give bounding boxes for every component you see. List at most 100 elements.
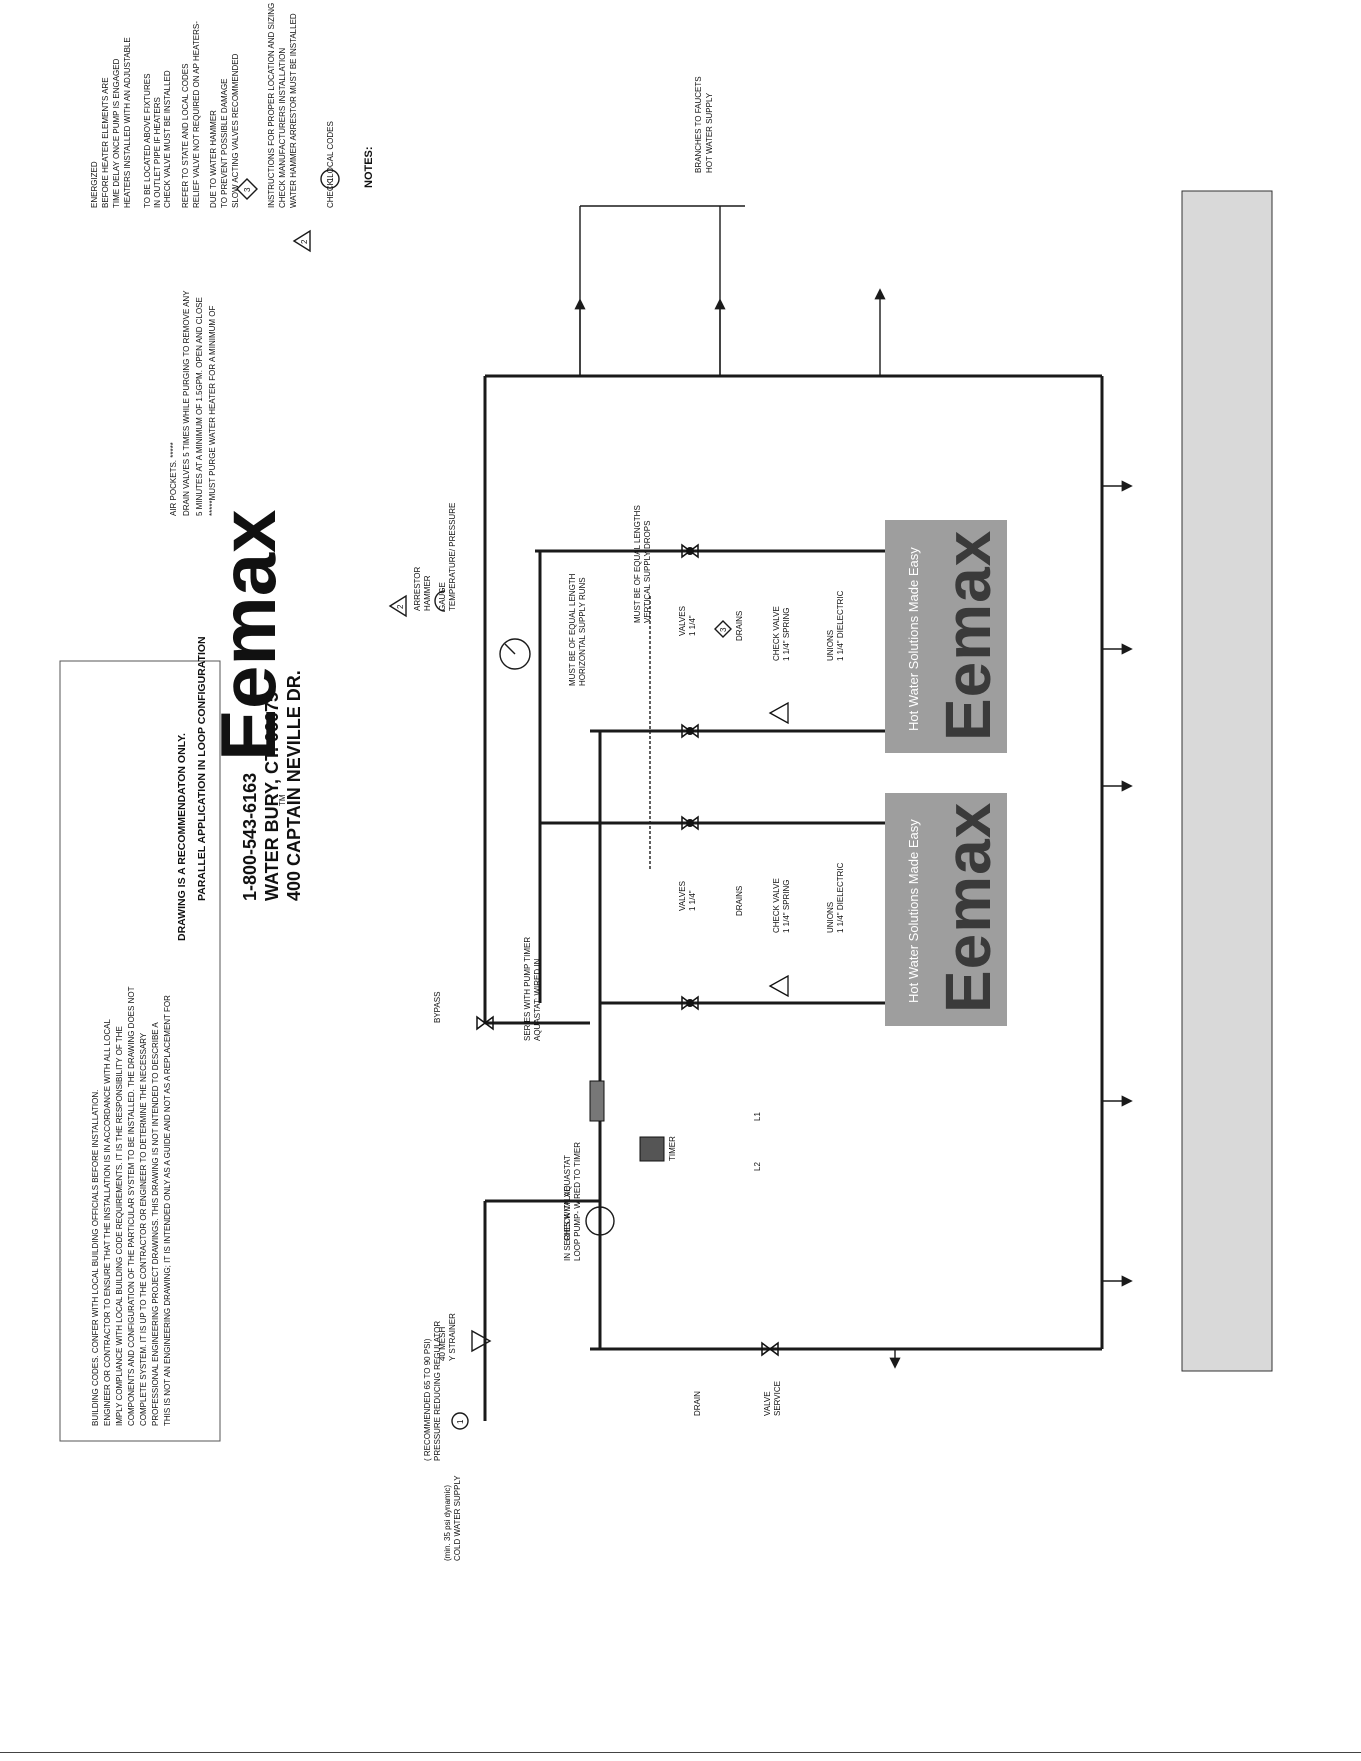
note-3-line-1: SLOW ACTING VALVES RECOMMENDED xyxy=(231,53,240,208)
note-1-symbol: 1 xyxy=(326,177,335,182)
l2-label: L2 xyxy=(753,1162,762,1171)
note-2-line-1: WATER HAMMER ARRESTOR MUST BE INSTALLED xyxy=(289,13,298,208)
note-2-line-3: INSTRUCTIONS FOR PROPER LOCATION AND SIZ… xyxy=(267,3,276,208)
trademark: TM xyxy=(278,794,287,806)
check-valve-label: CHECK VALVE xyxy=(563,1186,572,1241)
bypass-valve-icon xyxy=(476,1015,494,1031)
note-3-line-2: TO PREVENT POSSIBLE DAMAGE xyxy=(220,78,229,208)
purge-line-1: *****MUST PURGE WATER HEATER FOR A MINIM… xyxy=(208,306,217,517)
address-line-3: 1-800-543-6163 xyxy=(240,773,260,901)
disclaimer-line-5: COMPONENTS AND CONFIGURATION OF THE PART… xyxy=(127,986,136,1426)
disclaimer-line-8: BUILDING CODES. CONFER WITH LOCAL BUILDI… xyxy=(91,1090,100,1426)
dielectric-label-2: UNIONS xyxy=(826,630,835,661)
note-3-diamond-icon xyxy=(714,620,732,638)
service-valve-icon xyxy=(761,1341,779,1357)
heater-1-brand: Eemax xyxy=(932,530,1004,741)
bypass-label: BYPASS xyxy=(433,992,442,1023)
loop-pump-icon xyxy=(585,1206,615,1236)
note-2-triangle-icon xyxy=(292,229,311,253)
service-valve-label-1: SERVICE xyxy=(773,1381,782,1416)
valve-icon xyxy=(681,995,699,1011)
purge-line-4: AIR POCKETS. ***** xyxy=(169,442,178,516)
note-3-symbol: 3 xyxy=(243,187,252,192)
vertical-drops-label-1: VERTICAL SUPPLY DROPS xyxy=(643,521,652,623)
prv-label-2: ( RECOMMENDED 65 TO 90 PSI) xyxy=(423,1338,432,1461)
heater-1-tagline: Hot Water Solutions Made Easy xyxy=(906,547,921,731)
horizontal-runs-label-2: MUST BE OF EQUAL LENGTH xyxy=(568,573,577,686)
note-2-symbol: 2 xyxy=(300,239,309,244)
drawing-title: PARALLEL APPLICATION IN LOOP CONFIGURATI… xyxy=(196,636,208,901)
footer-rule xyxy=(0,1752,1361,1753)
heater-1: Eemax Hot Water Solutions Made Easy 1 1/… xyxy=(535,520,1007,753)
spring-check-label-1: 1 1/4" SPRING xyxy=(782,607,791,661)
vertical-drops-label-2: MUST BE OF EQUAL LENGTHS xyxy=(633,505,642,623)
heater-2: Eemax Hot Water Solutions Made Easy 1 1/… xyxy=(540,793,1007,1026)
supply-header: VERTICAL SUPPLY DROPS MUST BE OF EQUAL L… xyxy=(388,503,652,1191)
relief-line-2: REFER TO STATE AND LOCAL CODES xyxy=(181,64,190,208)
notes-block: NOTES: 1 CHECK LOCAL CODES 2 WATER HAMME… xyxy=(90,3,375,516)
disclaimer-line-6: IMPLY COMPLIANCE WITH LOCAL BUILDING COD… xyxy=(115,1026,124,1426)
disclaimer-line-1: DRAWING IS A RECOMMENDATON ONLY. xyxy=(176,733,188,941)
timer-icon xyxy=(639,1136,665,1162)
aquastat-label-2: SERIES WITH PUMP TIMER xyxy=(523,937,532,1041)
triangle-2: 2 xyxy=(396,604,405,609)
note-2-triangle-icon xyxy=(388,594,407,618)
hammer-arrestor-label-1: HAMMER xyxy=(423,575,432,611)
note-3-line-3: DUE TO WATER HAMMER xyxy=(209,110,218,208)
service-valve-label-2: VALVE xyxy=(763,1391,772,1416)
note-2-line-2: CHECK MANUFACTURERS INSTALLATION xyxy=(278,48,287,208)
y-strainer-label-2: 40 MESH xyxy=(438,1327,447,1361)
aquastat-icon xyxy=(589,1080,605,1122)
check-valve-icon xyxy=(768,701,789,725)
prv-label-1: PRESSURE REDUCING REGULATOR xyxy=(433,1321,442,1461)
disclaimer-box xyxy=(59,660,221,1442)
timer-note-line-2: TIME DELAY ONCE PUMP IS ENGAGED xyxy=(112,58,121,208)
timer-note-line-3: BEFORE HEATER ELEMENTS ARE xyxy=(101,77,110,208)
note-1-text: CHECK LOCAL CODES xyxy=(326,121,335,208)
pump-loop: AQUASTAT: WIRED IN SERIES WITH PUMP TIME… xyxy=(523,937,782,1416)
valves-label-1: 1 1/4" xyxy=(688,615,697,636)
valve-icon xyxy=(681,723,699,739)
tp-gauge-label-2: GAUGE xyxy=(438,582,447,611)
valve-icon xyxy=(681,543,699,559)
notes-heading: NOTES: xyxy=(363,146,375,188)
aquastat-label-1: AQUASTAT: WIRED IN xyxy=(533,958,542,1041)
disclaimer-line-2: THIS IS NOT AN ENGINEERING DRAWING; IT I… xyxy=(163,995,172,1426)
drains-label: DRAINS xyxy=(735,611,744,641)
heater-2-tagline: Hot Water Solutions Made Easy xyxy=(906,819,921,1003)
note-3-diamond-icon xyxy=(236,178,258,200)
hammer-arrestor-label-2: ARRESTOR xyxy=(413,566,422,611)
disclaimer-line-4: COMPLETE SYSTEM. IT IS UP TO THE CONTRAC… xyxy=(139,1032,148,1426)
purge-line-3: DRAIN VALVES 5 TIMES WHILE PURGING TO RE… xyxy=(182,290,191,516)
valves-label-2: VALVES xyxy=(678,881,687,911)
disclaimer-line-7: ENGINEER OR CONTRACTOR TO ENSURE THAT TH… xyxy=(103,1019,112,1426)
purge-line-2: 5 MINUTES AT A MINIMUM OF 1.5GPM. OPEN A… xyxy=(195,297,204,516)
dielectric-label-1: 1 1/4" DIELECTRIC xyxy=(836,862,845,933)
note-1-circle-icon xyxy=(451,1412,469,1430)
cold-supply-label-1: COLD WATER SUPPLY xyxy=(453,1475,462,1561)
dielectric-label-1: 1 1/4" DIELECTRIC xyxy=(836,590,845,661)
circle-1: 1 xyxy=(456,1419,465,1424)
drains-label: DRAINS xyxy=(735,886,744,916)
hot-supply-branches: HOT WATER SUPPLY BRANCHES TO FAUCETS xyxy=(483,76,1102,578)
hammer-arrestor-icon xyxy=(434,590,446,612)
hot-supply-label-2: BRANCHES TO FAUCETS xyxy=(694,76,703,173)
loop-pump-label-2: IN SERIES WITH AQUASTAT xyxy=(563,1155,572,1261)
cold-supply-label-2: (min. 35 psi dynamic) xyxy=(443,1485,452,1561)
spring-check-label-2: CHECK VALVE xyxy=(772,878,781,933)
y-strainer-label-1: Y STRAINER xyxy=(448,1313,457,1361)
dielectric-label-2: UNIONS xyxy=(826,902,835,933)
hot-supply-label-1: HOT WATER SUPPLY xyxy=(705,92,714,173)
valves-label-1: 1 1/4" xyxy=(688,890,697,911)
cold-supply: Y STRAINER 40 MESH 1 PRESSURE REDUCING R… xyxy=(423,1199,600,1561)
horizontal-runs-label-1: HORIZONTAL SUPPLY RUNS xyxy=(578,577,587,686)
timer-note-line-4: ENERGIZED xyxy=(90,161,99,208)
valves-label-2: VALVES xyxy=(678,606,687,636)
check-note-line-1: CHECK VALVE MUST BE INSTALLED xyxy=(163,70,172,208)
address-line-2: WATER BURY, CT. 06075 xyxy=(262,692,282,901)
spring-check-label-2: CHECK VALVE xyxy=(772,606,781,661)
side-panel xyxy=(1181,190,1273,1372)
